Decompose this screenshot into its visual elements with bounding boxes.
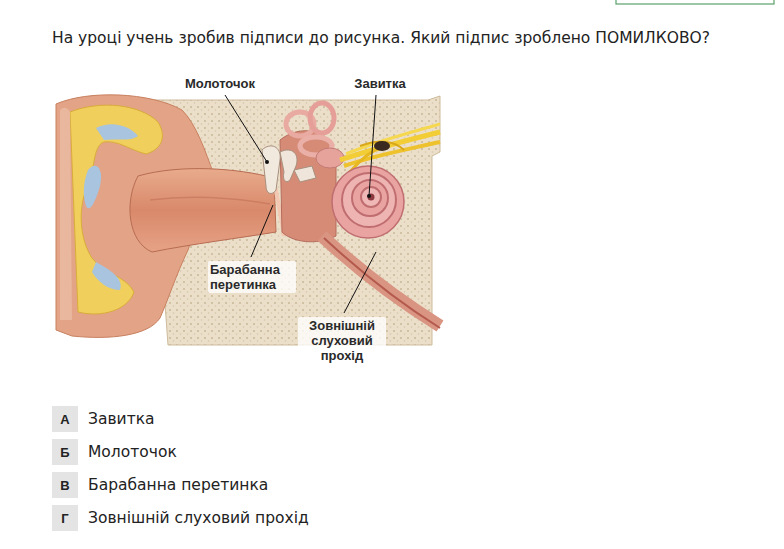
option-letter: Б: [60, 445, 69, 460]
option-text: Барабанна перетинка: [88, 476, 268, 494]
option-text: Зовнішній слуховий прохід: [88, 509, 309, 527]
option-letter: Г: [61, 511, 68, 526]
option-letter: А: [60, 412, 69, 427]
option-letter-box: АЗавитка: [52, 406, 78, 432]
option-letter-box: ГЗовнішній слуховий прохід: [52, 505, 78, 531]
option-text: Завитка: [88, 410, 155, 428]
part-label: Зовнішній слуховий прохід: [298, 317, 386, 364]
option-text: Молоточок: [88, 443, 177, 461]
question-title: На уроці учень зробив підписи до рисунка…: [52, 29, 710, 47]
option-letter-box: ВБарабанна перетинка: [52, 472, 78, 498]
option-letter: В: [60, 478, 69, 493]
part-label: Молоточок: [160, 76, 280, 91]
part-label: Барабанна перетинка: [208, 261, 296, 293]
option-letter-box: БМолоточок: [52, 439, 78, 465]
part-label: Завитка: [335, 76, 425, 91]
